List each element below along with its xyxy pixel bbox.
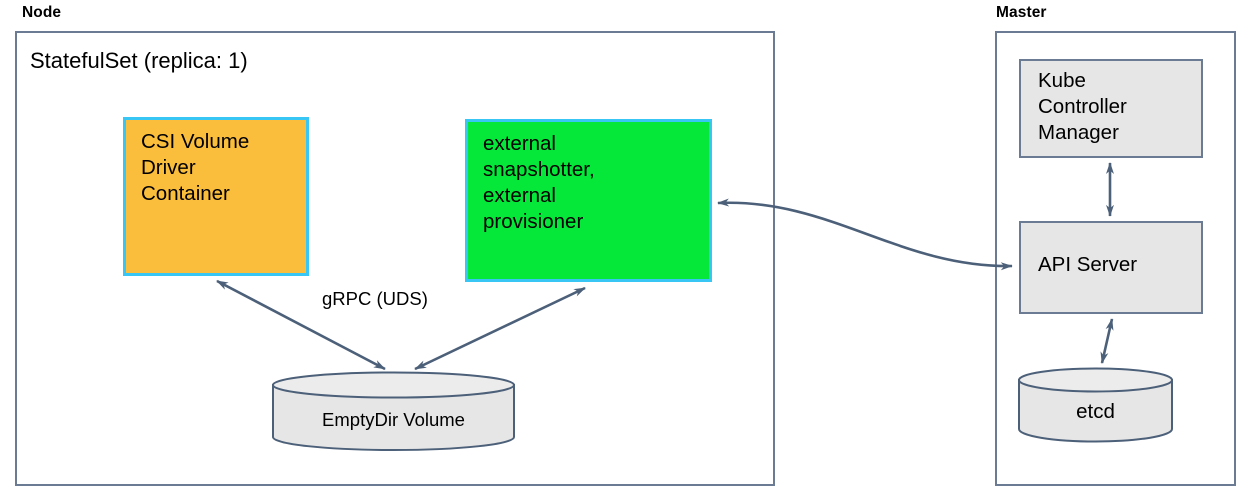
csi-line-3: Container bbox=[141, 182, 230, 206]
external-line-4: provisioner bbox=[483, 210, 584, 234]
emptydir-volume-cylinder: EmptyDir Volume bbox=[271, 371, 516, 451]
emptydir-volume-label: EmptyDir Volume bbox=[322, 409, 465, 430]
api-server-box: API Server bbox=[1019, 221, 1203, 314]
cylinder-shape bbox=[272, 371, 515, 451]
cylinder-shape bbox=[1018, 367, 1173, 443]
kcm-line-3: Manager bbox=[1038, 121, 1119, 145]
external-snapshotter-provisioner-node: external snapshotter, external provision… bbox=[465, 119, 712, 282]
kcm-line-1: Kube bbox=[1038, 69, 1086, 92]
etcd-cylinder: etcd bbox=[1017, 367, 1174, 443]
csi-line-2: Driver bbox=[141, 156, 196, 180]
grpc-uds-edge-label: gRPC (UDS) bbox=[322, 288, 428, 309]
node-group-label: Node bbox=[22, 4, 62, 21]
external-line-2: snapshotter, bbox=[483, 158, 595, 182]
etcd-label: etcd bbox=[1076, 400, 1115, 423]
kcm-line-2: Controller bbox=[1038, 95, 1127, 119]
csi-volume-driver-container-node: CSI Volume Driver Container bbox=[123, 117, 309, 276]
external-line-3: external bbox=[483, 184, 556, 208]
statefulset-title: StatefulSet (replica: 1) bbox=[30, 48, 248, 73]
api-server-line-1: API Server bbox=[1038, 253, 1138, 276]
external-line-1: external bbox=[483, 132, 556, 155]
csi-line-1: CSI Volume bbox=[141, 130, 250, 153]
kube-controller-manager-box: Kube Controller Manager bbox=[1019, 59, 1203, 158]
master-group-label: Master bbox=[996, 4, 1047, 21]
